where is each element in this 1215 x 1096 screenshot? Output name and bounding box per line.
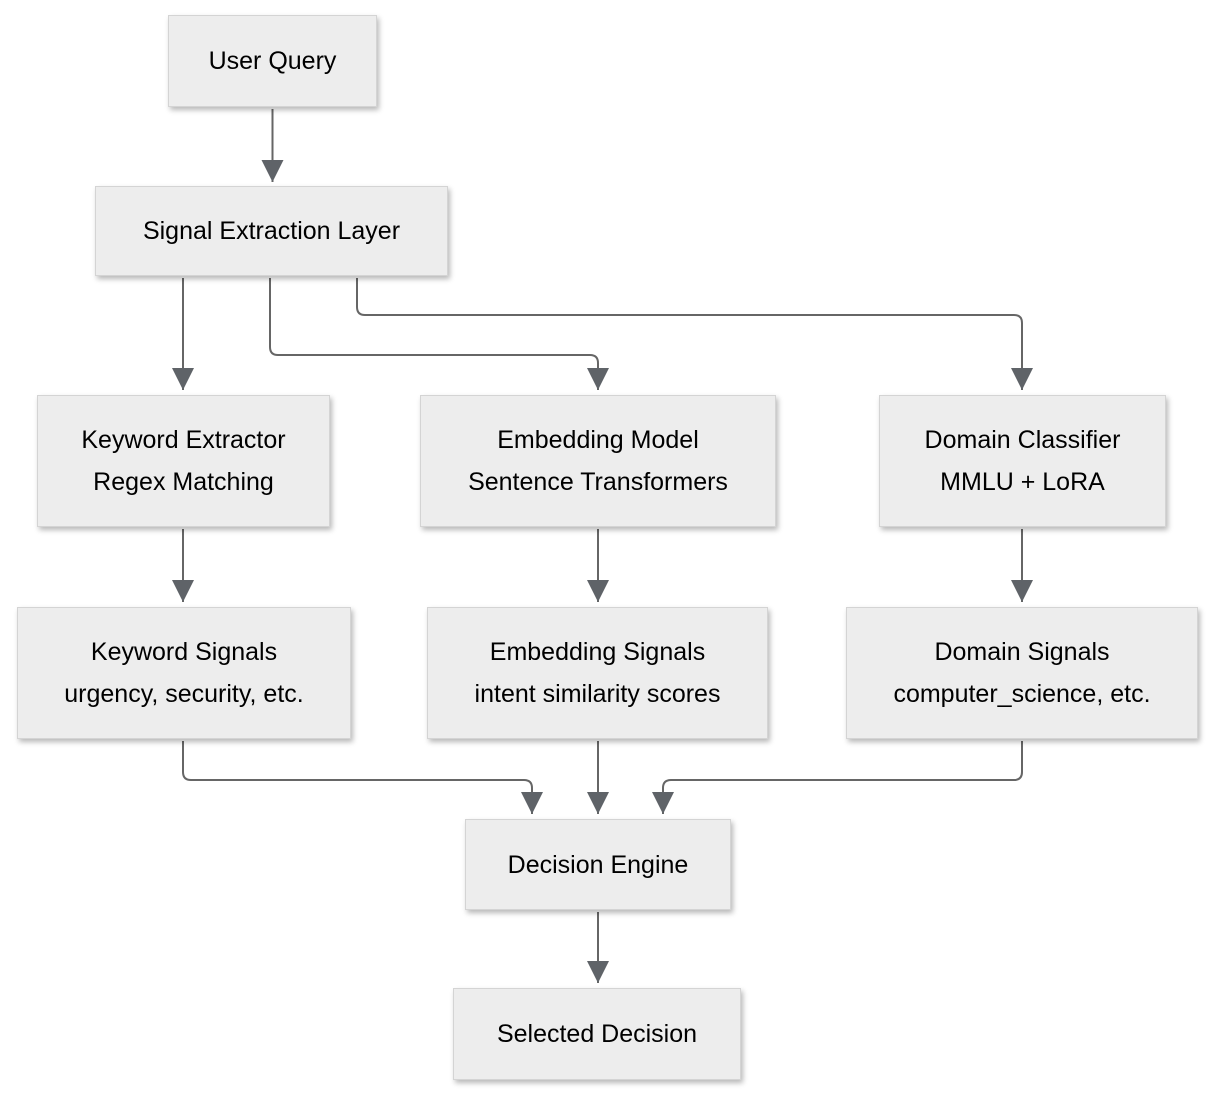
node-embedding-signals: Embedding Signals intent similarity scor… [427,607,768,739]
node-embedding-model: Embedding Model Sentence Transformers [420,395,776,527]
node-user-query-label: User Query [208,47,337,75]
node-selected-decision-label: Selected Decision [496,1020,698,1048]
node-keyword-extractor-label: Keyword Extractor [81,426,286,454]
node-keyword-signals-label: Keyword Signals [90,638,278,666]
node-decision-engine-label: Decision Engine [507,850,689,879]
node-keyword-signals-sublabel: urgency, security, etc. [64,680,304,708]
node-domain-classifier-label: Domain Classifier [924,426,1121,454]
node-domain-signals: Domain Signals computer_science, etc. [846,607,1198,739]
node-embedding-model-sublabel: Sentence Transformers [468,468,728,496]
node-keyword-extractor: Keyword Extractor Regex Matching [37,395,330,527]
node-keyword-extractor-sublabel: Regex Matching [93,468,274,496]
node-signal-extraction: Signal Extraction Layer [95,186,448,276]
node-embedding-signals-sublabel: intent similarity scores [474,680,721,708]
node-domain-signals-label: Domain Signals [934,638,1110,666]
edge-domain-signals-to-decision-engine [652,741,1023,814]
edge-signal-extraction-to-embedding-model [269,278,609,390]
node-signal-extraction-label: Signal Extraction Layer [142,217,401,245]
edge-signal-extraction-to-domain-classifier [356,278,1033,390]
node-decision-engine: Decision Engine [465,819,731,910]
node-domain-classifier: Domain Classifier MMLU + LoRA [879,395,1166,527]
node-domain-signals-sublabel: computer_science, etc. [893,680,1151,708]
node-selected-decision: Selected Decision [453,988,741,1080]
node-user-query: User Query [168,15,377,107]
node-embedding-model-label: Embedding Model [497,426,699,454]
node-domain-classifier-sublabel: MMLU + LoRA [940,468,1105,496]
node-embedding-signals-label: Embedding Signals [489,638,706,666]
node-keyword-signals: Keyword Signals urgency, security, etc. [17,607,351,739]
edge-keyword-signals-to-decision-engine [182,741,543,814]
